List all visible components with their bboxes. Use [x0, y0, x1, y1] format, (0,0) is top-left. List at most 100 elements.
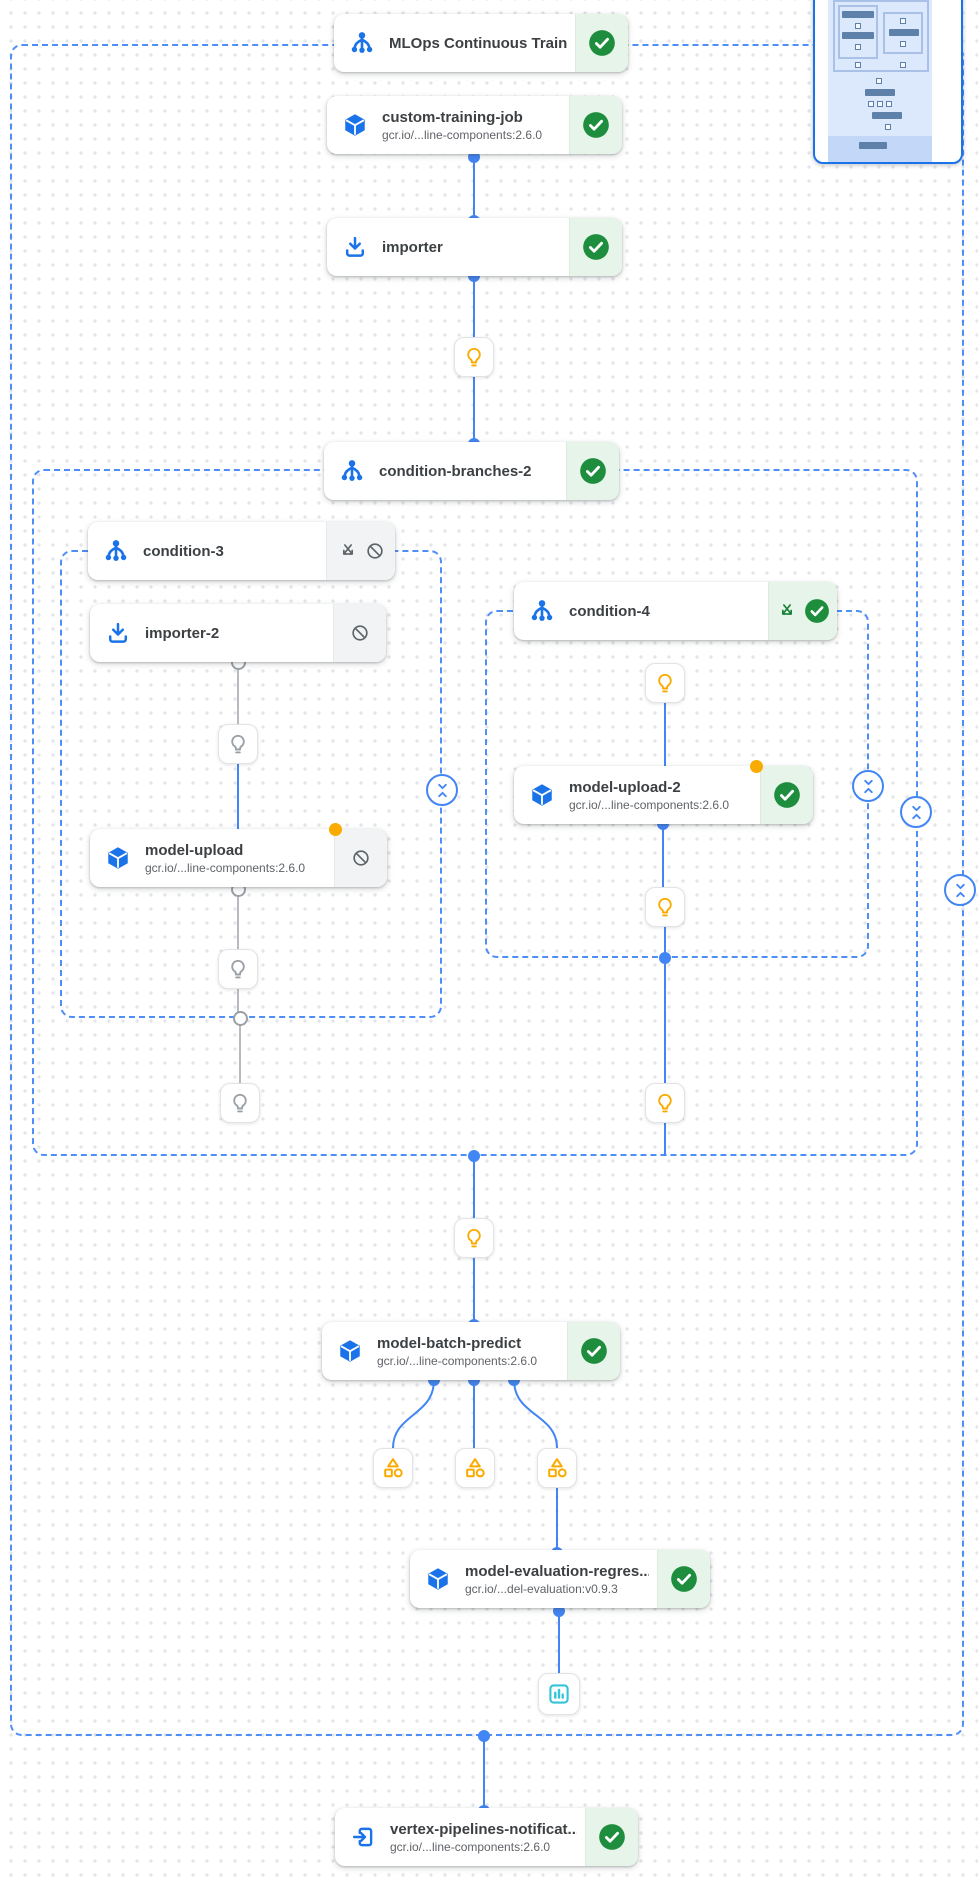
node-vertex-pipelines-notification[interactable]: vertex-pipelines-notificat... gcr.io/...… — [335, 1808, 638, 1866]
edge — [662, 824, 664, 887]
node-subtitle: gcr.io/...line-components:2.6.0 — [569, 797, 730, 812]
condition-check-tile-skipped[interactable] — [220, 1083, 260, 1123]
skipped-blocked-icon — [350, 623, 370, 643]
status-badge — [657, 1550, 710, 1608]
collapse-condition-3-button[interactable] — [426, 774, 458, 806]
node-importer[interactable]: importer — [327, 218, 622, 276]
dag-icon — [339, 458, 365, 484]
component-cube-icon — [337, 1338, 363, 1364]
artifact-category-icon — [381, 1456, 405, 1480]
collapse-condition-branches-2-button[interactable] — [900, 796, 932, 828]
dag-icon — [529, 598, 555, 624]
edge — [237, 764, 239, 829]
node-subtitle: gcr.io/...line-components:2.6.0 — [382, 127, 543, 142]
artifact-category-icon — [463, 1456, 487, 1480]
lightbulb-icon — [462, 1226, 486, 1250]
condition-check-tile[interactable] — [645, 887, 685, 927]
minimap-artifact-square — [886, 101, 892, 107]
metrics-artifact-tile[interactable] — [538, 1673, 580, 1715]
node-model-evaluation-regression[interactable]: model-evaluation-regres... gcr.io/...del… — [410, 1550, 710, 1608]
condition-check-tile-skipped[interactable] — [218, 724, 258, 764]
node-model-upload-2[interactable]: model-upload-2 gcr.io/...line-components… — [514, 766, 813, 824]
status-badge — [585, 1808, 638, 1866]
node-condition-4[interactable]: condition-4 — [514, 582, 837, 640]
branch-split-icon — [777, 601, 797, 621]
artifact-tile[interactable] — [455, 1448, 495, 1488]
condition-check-tile-skipped[interactable] — [218, 949, 258, 989]
status-badge — [569, 218, 622, 276]
node-title: condition-4 — [569, 602, 650, 620]
condition-check-tile[interactable] — [454, 1218, 494, 1258]
success-check-icon — [670, 1565, 698, 1593]
component-cube-icon — [425, 1566, 451, 1592]
skipped-blocked-icon — [365, 541, 385, 561]
node-model-batch-predict[interactable]: model-batch-predict gcr.io/...line-compo… — [322, 1322, 620, 1380]
condition-check-tile[interactable] — [645, 663, 685, 703]
success-check-icon — [579, 457, 607, 485]
importer-download-icon — [342, 234, 368, 260]
minimap-node-bar — [842, 32, 874, 39]
condition-check-tile[interactable] — [454, 337, 494, 377]
minimap-node-bar — [872, 112, 902, 119]
edge — [664, 703, 666, 766]
node-custom-training-job[interactable]: custom-training-job gcr.io/...line-compo… — [327, 96, 622, 154]
node-title: condition-branches-2 — [379, 462, 532, 480]
node-importer-2[interactable]: importer-2 — [90, 604, 386, 662]
cached-indicator-dot — [750, 760, 763, 773]
collapse-condition-4-button[interactable] — [852, 770, 884, 802]
minimap-artifact-square — [876, 78, 882, 84]
edge-dot — [553, 1605, 565, 1617]
collapse-icon — [951, 881, 970, 900]
edge-skipped — [239, 1018, 241, 1083]
success-check-icon — [598, 1823, 626, 1851]
edge — [483, 1736, 485, 1808]
minimap-artifact-square — [900, 62, 906, 68]
node-subtitle: gcr.io/...line-components:2.6.0 — [377, 1353, 538, 1368]
node-condition-branches-2[interactable]: condition-branches-2 — [324, 442, 619, 500]
component-cube-icon — [105, 845, 131, 871]
metrics-chart-icon — [547, 1682, 571, 1706]
status-badge — [567, 1322, 620, 1380]
minimap-artifact-square — [868, 101, 874, 107]
success-check-icon — [804, 598, 830, 624]
minimap-container-outline — [833, 0, 929, 72]
status-badge — [566, 442, 619, 500]
edge-dot — [478, 1730, 490, 1742]
edge — [473, 1258, 475, 1322]
node-subtitle: gcr.io/...line-components:2.6.0 — [390, 1839, 551, 1854]
status-badge — [575, 14, 628, 72]
edge-skipped — [237, 662, 239, 724]
edge-dot — [468, 1150, 480, 1162]
node-mlops-continuous-training[interactable]: MLOps Continuous Traini... — [334, 14, 628, 72]
status-badge — [334, 829, 387, 887]
dag-icon — [349, 30, 375, 56]
node-model-upload[interactable]: model-upload gcr.io/...line-components:2… — [90, 829, 387, 887]
node-condition-3[interactable]: condition-3 — [88, 522, 395, 580]
collapse-icon — [859, 777, 878, 796]
status-badge — [760, 766, 813, 824]
edge — [473, 377, 475, 442]
collapse-icon — [907, 803, 926, 822]
edge — [473, 1156, 475, 1218]
node-title: condition-3 — [143, 542, 224, 560]
minimap-artifact-square — [877, 101, 883, 107]
condition-check-tile[interactable] — [645, 1083, 685, 1123]
edge-dot — [659, 952, 671, 964]
minimap-artifact-square — [855, 62, 861, 68]
node-subtitle: gcr.io/...line-components:2.6.0 — [145, 860, 306, 875]
status-badge — [768, 582, 837, 640]
node-title: importer-2 — [145, 624, 220, 642]
status-badge — [569, 96, 622, 154]
minimap-viewport[interactable] — [828, 136, 932, 162]
lightbulb-icon — [653, 671, 677, 695]
node-subtitle: gcr.io/...del-evaluation:v0.9.3 — [465, 1581, 618, 1596]
exit-to-app-icon — [350, 1824, 376, 1850]
success-check-icon — [582, 233, 610, 261]
node-title: MLOps Continuous Traini... — [389, 34, 567, 52]
collapse-root-button[interactable] — [944, 874, 976, 906]
edge — [556, 1488, 558, 1550]
artifact-tile[interactable] — [373, 1448, 413, 1488]
minimap[interactable] — [813, 0, 963, 164]
artifact-tile[interactable] — [537, 1448, 577, 1488]
